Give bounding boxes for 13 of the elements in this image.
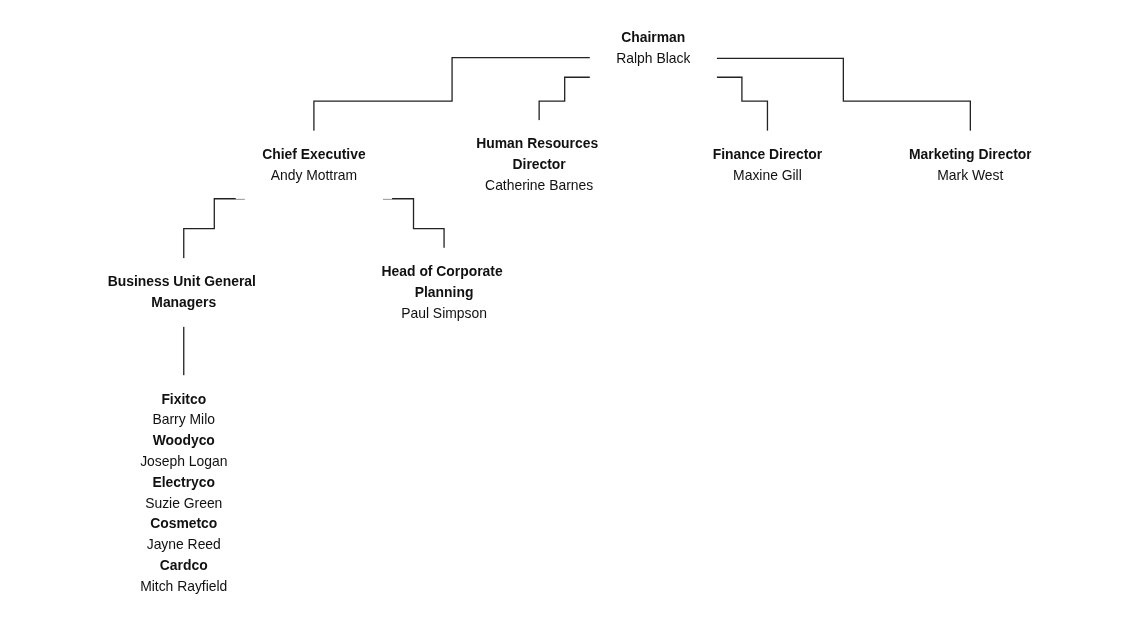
node-text: Business Unit General Managers xyxy=(107,274,256,310)
connector xyxy=(182,325,185,377)
node-text: Marketing Director Mark West xyxy=(908,146,1032,183)
node-text: Fixitco Barry Milo Woodyco Joseph Logan Electryco Suzie Green Cosmetco Jayne Reed Cardco Mitch Rayfield xyxy=(139,391,228,594)
connector xyxy=(715,57,971,132)
connector xyxy=(312,57,591,132)
connector xyxy=(715,76,768,132)
node-text: Head of Corporate Planning Paul Simpson xyxy=(381,263,503,321)
node-text: Chief Executive Andy Mottram xyxy=(261,146,366,183)
node-text: Finance Director Maxine Gill xyxy=(712,146,822,183)
connector xyxy=(538,76,591,122)
node-text: Chairman Ralph Black xyxy=(615,29,691,66)
node-text: Human Resources Director Catherine Barnes xyxy=(475,136,598,193)
